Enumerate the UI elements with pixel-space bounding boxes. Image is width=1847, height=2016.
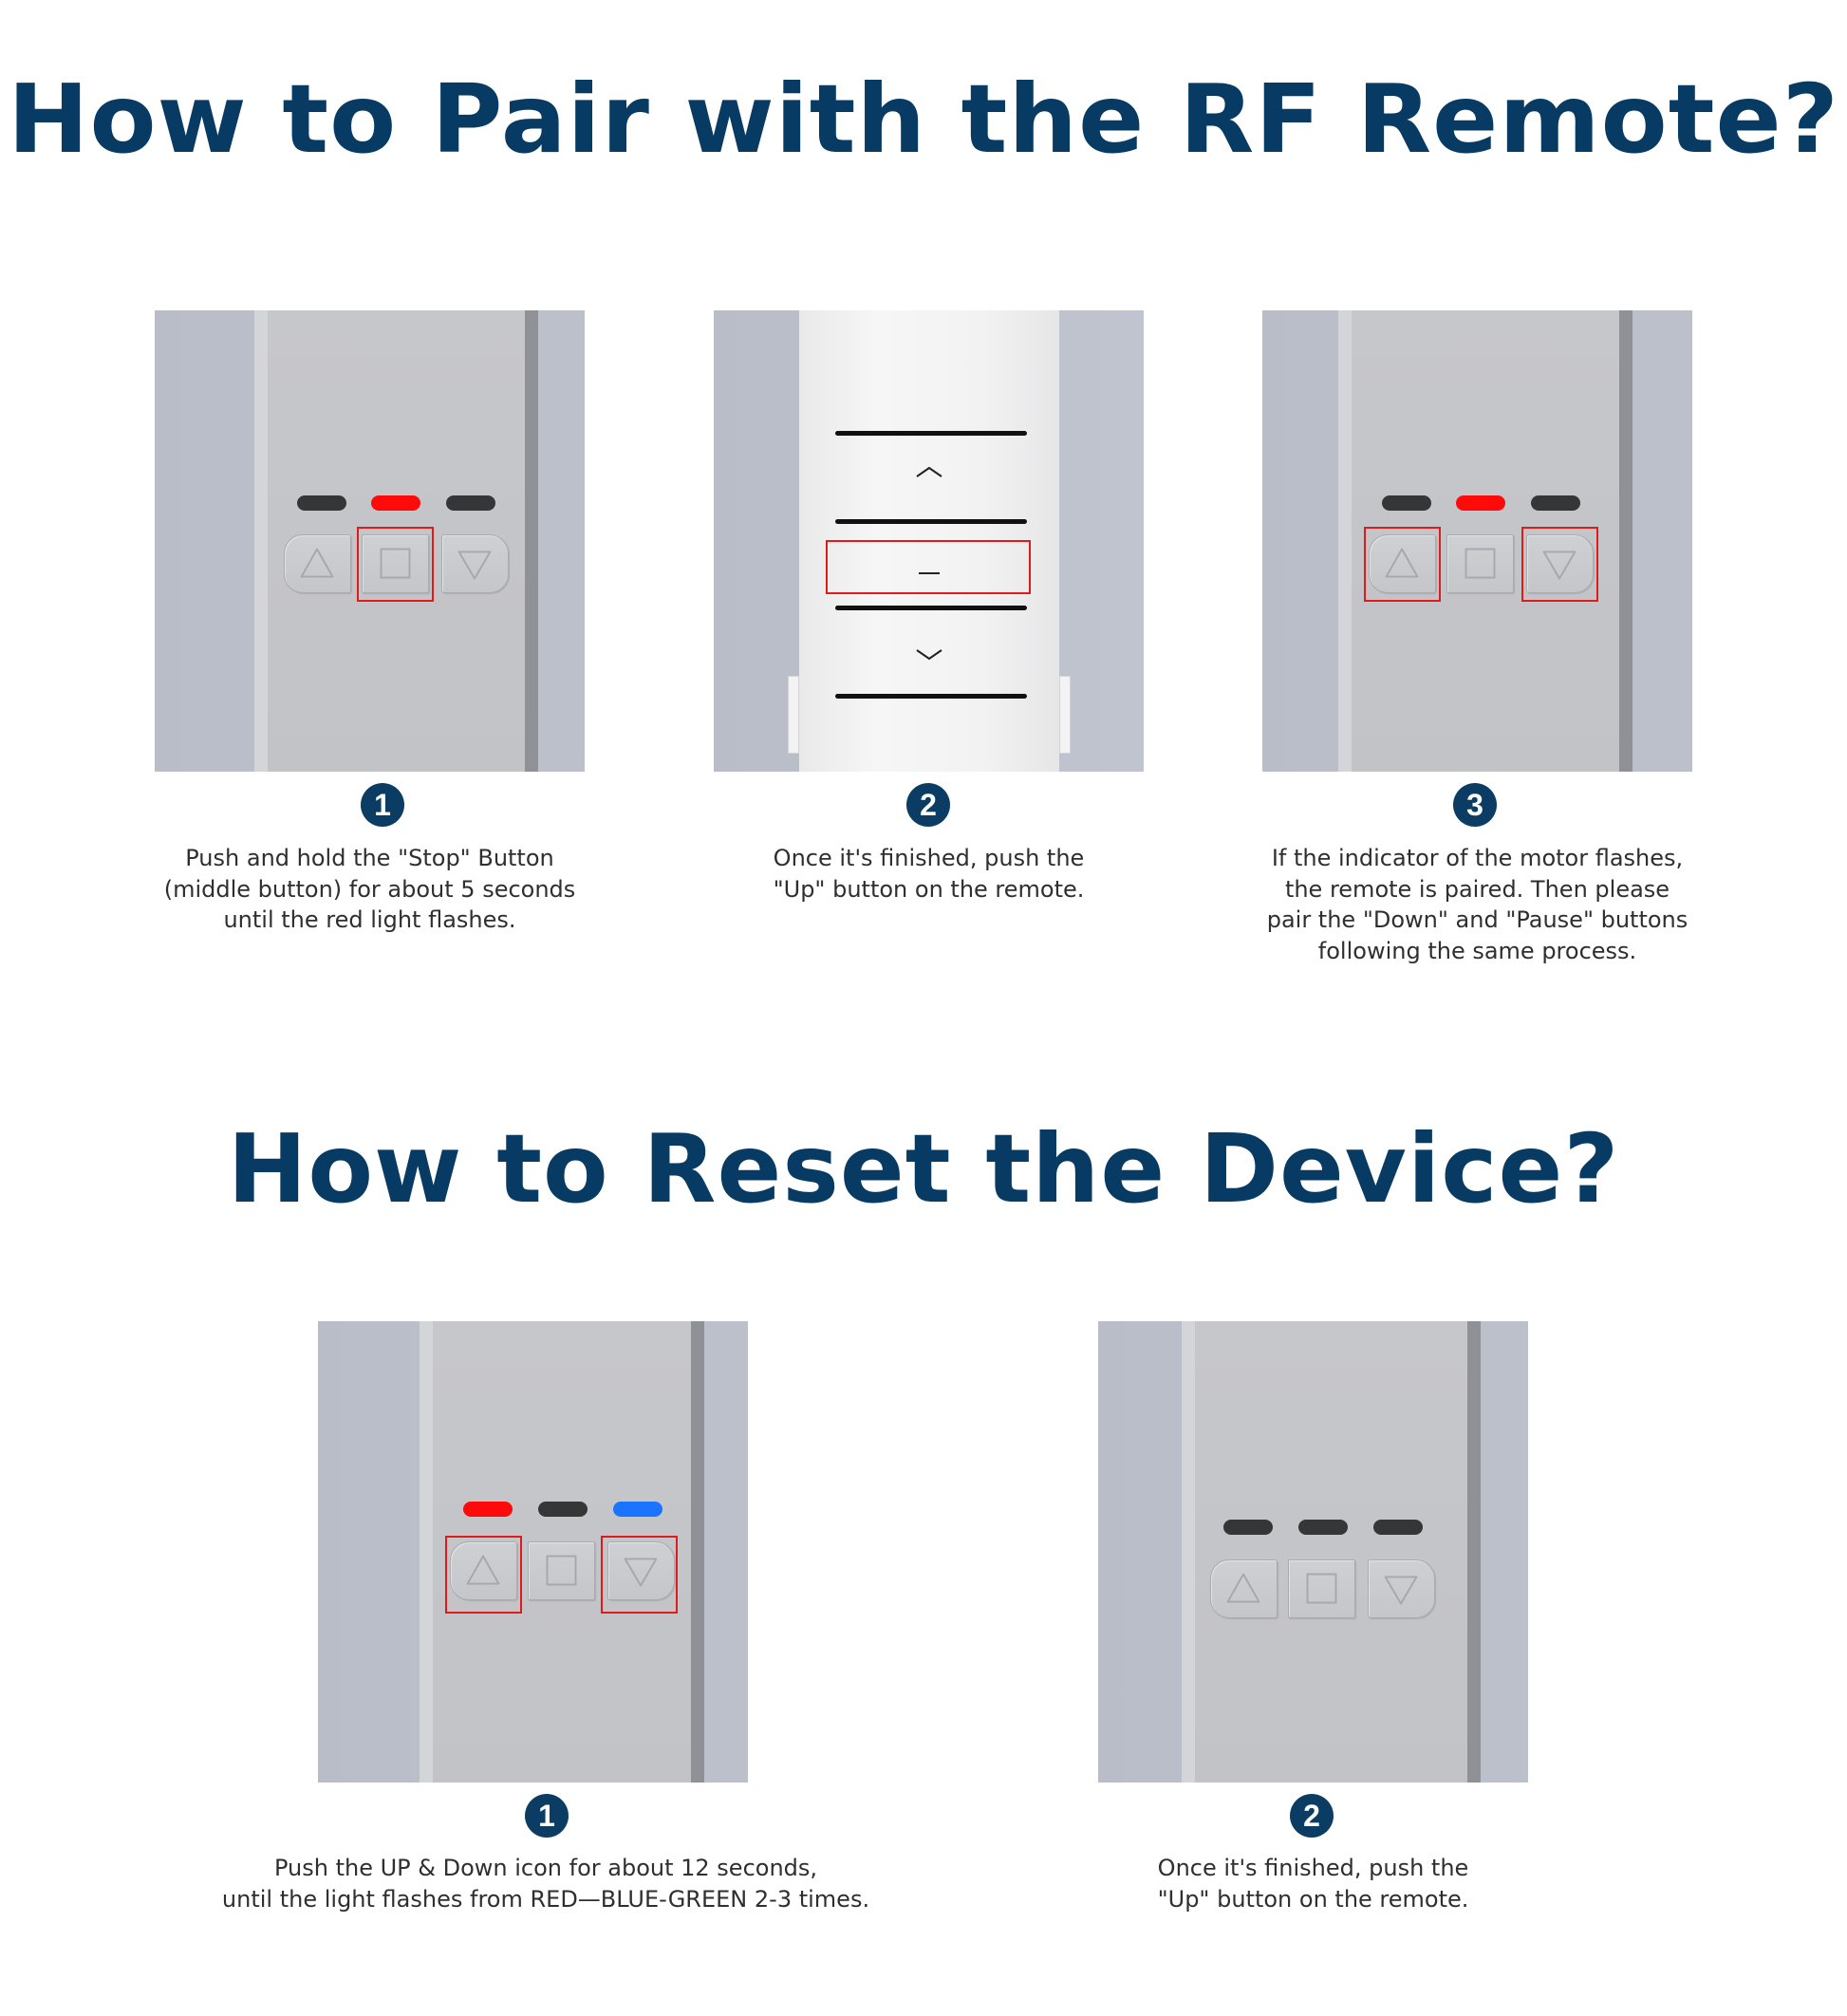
reset-step-1-description: Push the UP & Down icon for about 12 sec…: [152, 1853, 940, 1914]
pair-step-3-badge: 3: [1453, 783, 1497, 827]
pair-step-2-description: Once it's finished, push the "Up" button…: [714, 843, 1144, 905]
motor-side: [1632, 310, 1692, 772]
remote-divider: [835, 694, 1027, 699]
down-triangle-icon: [457, 551, 492, 580]
led-middle-red: [371, 495, 420, 511]
stop-square-icon: [380, 548, 411, 579]
desc-line: the remote is paired. Then please: [1284, 875, 1670, 903]
motor-edge-light: [1182, 1321, 1195, 1783]
motor-face: [1195, 1321, 1467, 1783]
motor-up-button: [1369, 534, 1436, 593]
highlight-box-stop: [357, 527, 434, 602]
pair-step-1-description: Push and hold the "Stop" Button (middle …: [155, 843, 585, 936]
stop-square-icon: [1306, 1573, 1337, 1604]
up-triangle-icon: [1226, 1573, 1260, 1603]
desc-line: If the indicator of the motor flashes,: [1271, 845, 1684, 871]
up-triangle-icon: [466, 1555, 500, 1585]
led-right: [446, 495, 495, 511]
motor-edge-light: [420, 1321, 433, 1783]
remote-divider: [835, 606, 1027, 610]
desc-line: Once it's finished, push the: [773, 845, 1085, 871]
remote-clip-left: [788, 676, 799, 754]
desc-line: until the light flashes from RED—BLUE-GR…: [221, 1885, 870, 1913]
remote-down-chevron-icon: [714, 647, 1144, 666]
motor-down-button: [607, 1541, 675, 1600]
desc-line: (middle button) for about 5 seconds: [163, 875, 576, 903]
desc-line: "Up" button on the remote.: [773, 875, 1085, 903]
motor-edge-dark: [691, 1321, 704, 1783]
motor-side: [704, 1321, 748, 1783]
desc-line: until the red light flashes.: [223, 906, 516, 933]
desc-line: Push the UP & Down icon for about 12 sec…: [273, 1855, 818, 1881]
motor-edge-light: [1338, 310, 1352, 772]
up-triangle-icon: [1385, 548, 1419, 578]
led-right: [1531, 495, 1580, 511]
motor-edge-light: [254, 310, 268, 772]
highlight-box-up: [445, 1536, 522, 1614]
motor-down-button: [441, 534, 509, 593]
remote-up-chevron-icon: [714, 464, 1144, 493]
pair-section-title: How to Pair with the RF Remote?: [8, 64, 1839, 175]
motor-stop-button: [1288, 1559, 1355, 1618]
motor-up-button: [450, 1541, 517, 1600]
reset-section-title: How to Reset the Device?: [227, 1113, 1620, 1224]
led-middle-red: [1456, 495, 1505, 511]
highlight-box-down: [1521, 527, 1598, 602]
motor-up-button: [1210, 1559, 1278, 1618]
motor-down-button: [1368, 1559, 1435, 1618]
remote-divider: [835, 431, 1027, 436]
desc-line: following the same process.: [1317, 937, 1637, 964]
highlight-box-down: [601, 1536, 678, 1614]
reset-step-2-image: [1098, 1321, 1528, 1783]
down-triangle-icon: [1542, 551, 1576, 580]
motor-edge-dark: [1467, 1321, 1481, 1783]
down-triangle-icon: [624, 1558, 658, 1587]
pair-step-1-badge: 1: [361, 783, 404, 827]
motor-side: [1481, 1321, 1528, 1783]
motor-stop-button: [528, 1541, 595, 1600]
pair-step-3-description: If the indicator of the motor flashes, t…: [1234, 843, 1721, 966]
desc-line: "Up" button on the remote.: [1157, 1885, 1469, 1913]
down-triangle-icon: [1384, 1576, 1418, 1605]
led-right-blue: [613, 1502, 662, 1517]
pair-step-1-image: [155, 310, 585, 772]
led-middle: [1298, 1520, 1348, 1535]
reset-step-1-image: [318, 1321, 748, 1783]
led-left: [1382, 495, 1431, 511]
led-right: [1373, 1520, 1423, 1535]
reset-step-2-description: Once it's finished, push the "Up" button…: [1098, 1853, 1528, 1914]
led-middle: [538, 1502, 588, 1517]
pair-step-2-image: [714, 310, 1144, 772]
highlight-box-up: [1364, 527, 1441, 602]
led-left: [1223, 1520, 1273, 1535]
motor-down-button: [1526, 534, 1594, 593]
pair-step-3-image: [1262, 310, 1692, 772]
desc-line: Push and hold the "Stop" Button: [185, 845, 554, 871]
reset-step-2-badge: 2: [1290, 1794, 1334, 1838]
motor-stop-button: [1446, 534, 1514, 593]
desc-line: Once it's finished, push the: [1157, 1855, 1469, 1881]
motor-edge-dark: [525, 310, 538, 772]
remote-stop-dash-icon: [714, 561, 1144, 574]
reset-step-1-badge: 1: [525, 1794, 569, 1838]
motor-side: [538, 310, 585, 772]
stop-square-icon: [546, 1555, 577, 1586]
led-left-red: [463, 1502, 513, 1517]
remote-clip-right: [1059, 676, 1071, 754]
motor-up-button: [284, 534, 351, 593]
motor-stop-button: [362, 534, 429, 593]
stop-square-icon: [1465, 548, 1496, 579]
led-left: [297, 495, 346, 511]
motor-edge-dark: [1619, 310, 1632, 772]
highlight-box-remote-stop: [826, 540, 1031, 594]
desc-line: pair the "Down" and "Pause" buttons: [1266, 906, 1688, 933]
up-triangle-icon: [300, 548, 334, 578]
pair-step-2-badge: 2: [906, 783, 950, 827]
remote-divider: [835, 519, 1027, 524]
